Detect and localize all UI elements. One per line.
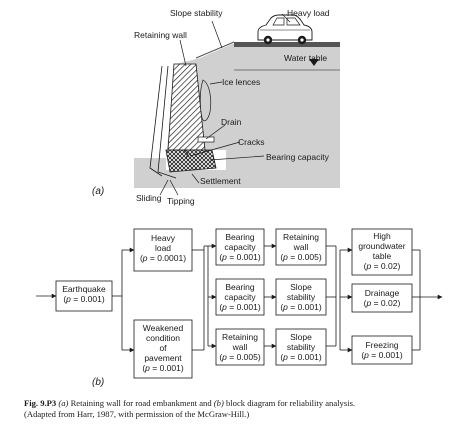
part-b-block-diagram [36,228,443,379]
block-text-heavy-load-line-2: load [155,243,171,253]
block-weakened-pavement [133,319,193,379]
block-freezing [351,335,413,365]
block-earthquake [55,280,113,312]
caption-part-a-text: Retaining wall for road embankment and [70,398,212,408]
block-text-weakened-line-3: of [159,343,167,353]
block-slope-stability-1 [275,278,327,316]
leader-lines [159,13,291,196]
block-text-earthquake-line-1: Earthquake [62,284,106,294]
label-tipping: Tipping [167,196,195,206]
block-text-drainage-line-2: (p = 0.02) [364,298,401,308]
block-text-freezing-line-1: Freezing [365,340,398,350]
car-icon [257,14,313,45]
caption-source-line: (Adapted from Harr, 1987, with permissio… [24,409,250,419]
label-settlement: Settlement [200,176,241,186]
drain-pipe [197,136,215,143]
block-text-retaining-1-line-1: Retaining [283,232,319,242]
ice-lens-shape [199,79,212,122]
embankment-ground [134,44,340,188]
block-text-groundwater-line-2: groundwater [358,241,405,251]
block-text-weakened-line-1: Weakened [143,323,184,333]
label-heavy-load: Heavy load [287,8,330,18]
block-retaining-wall-2 [215,328,265,366]
block-text-groundwater-line-1: High [373,231,391,241]
label-cracks: Cracks [238,137,264,147]
caption-part-a-tag: (a) [58,398,69,408]
block-text-slope-2-line-1: Slope [290,332,312,342]
block-text-bearing-2-line-3: (p = 0.001) [219,302,261,312]
block-text-retaining-2-line-1: Retaining [222,332,258,342]
label-retaining-wall: Retaining wall [134,30,187,40]
label-ice-lenses: Ice lences [222,77,260,87]
block-text-slope-2-line-2: stability [287,342,316,352]
block-text-bearing-1-line-1: Bearing [225,232,255,242]
label-drain: Drain [221,117,242,127]
road-surface [234,42,340,47]
block-text-slope-1-line-3: (p = 0.001) [280,302,322,312]
block-groundwater [351,228,413,276]
block-text-retaining-1-line-2: wall [293,242,309,252]
block-text-weakened-line-2: condition [146,333,180,343]
label-slope-stability: Slope stability [170,8,223,18]
part-a-tag: (a) [92,186,104,197]
block-text-earthquake-line-2: (p = 0.001) [63,294,105,304]
block-bearing-capacity-1 [215,228,265,266]
block-text-slope-1-line-2: stability [287,292,316,302]
block-text-retaining-1-line-3: (p = 0.005) [280,252,322,262]
caption-part-b-tag: (b) [213,398,224,408]
block-text-bearing-1-line-2: capacity [224,242,256,252]
block-heavy-load [133,228,193,272]
label-bearing-capacity: Bearing capacity [266,152,330,162]
caption-part-b-text: block diagram for reliability analysis. [225,398,356,408]
block-text-bearing-2-line-1: Bearing [225,282,255,292]
crack-mark [183,149,191,163]
block-text-retaining-2-line-2: wall [232,342,248,352]
label-sliding: Sliding [136,193,162,203]
label-water-table: Water table [284,53,327,63]
block-text-slope-2-line-3: (p = 0.001) [280,352,322,362]
block-text-freezing-line-2: (p = 0.001) [361,350,403,360]
block-text-slope-1-line-1: Slope [290,282,312,292]
block-text-retaining-2-line-3: (p = 0.005) [219,352,261,362]
block-text-bearing-1-line-3: (p = 0.001) [219,252,261,262]
part-a-illustration: Slope stability Heavy load Retaining wal… [92,8,340,206]
block-text-weakened-line-5: (p = 0.001) [142,363,184,373]
block-text-groundwater-line-4: (p = 0.02) [364,261,401,271]
caption-fig-number: Fig. 9.P3 [24,398,57,408]
block-text-drainage-line-1: Drainage [365,288,400,298]
embankment-slope-line [195,41,235,59]
block-drainage [351,283,413,313]
tipping-outline [149,65,163,177]
block-text-bearing-2-line-2: capacity [224,292,256,302]
sliding-outline [157,65,177,179]
block-text-groundwater-line-3: table [373,251,392,261]
water-table-marker [309,59,319,66]
block-bearing-capacity-2 [215,278,265,316]
part-b-tag: (b) [92,377,104,388]
block-text-weakened-line-4: pavement [144,353,182,363]
wall-footing [165,149,217,173]
block-slope-stability-2 [275,328,327,366]
block-text-heavy-load-line-1: Heavy [151,233,176,243]
figure-caption: Fig. 9.P3 (a) Retaining wall for road em… [24,398,452,420]
block-retaining-wall-1 [275,228,327,266]
block-text-heavy-load-line-3: (p = 0.0001) [140,253,186,263]
